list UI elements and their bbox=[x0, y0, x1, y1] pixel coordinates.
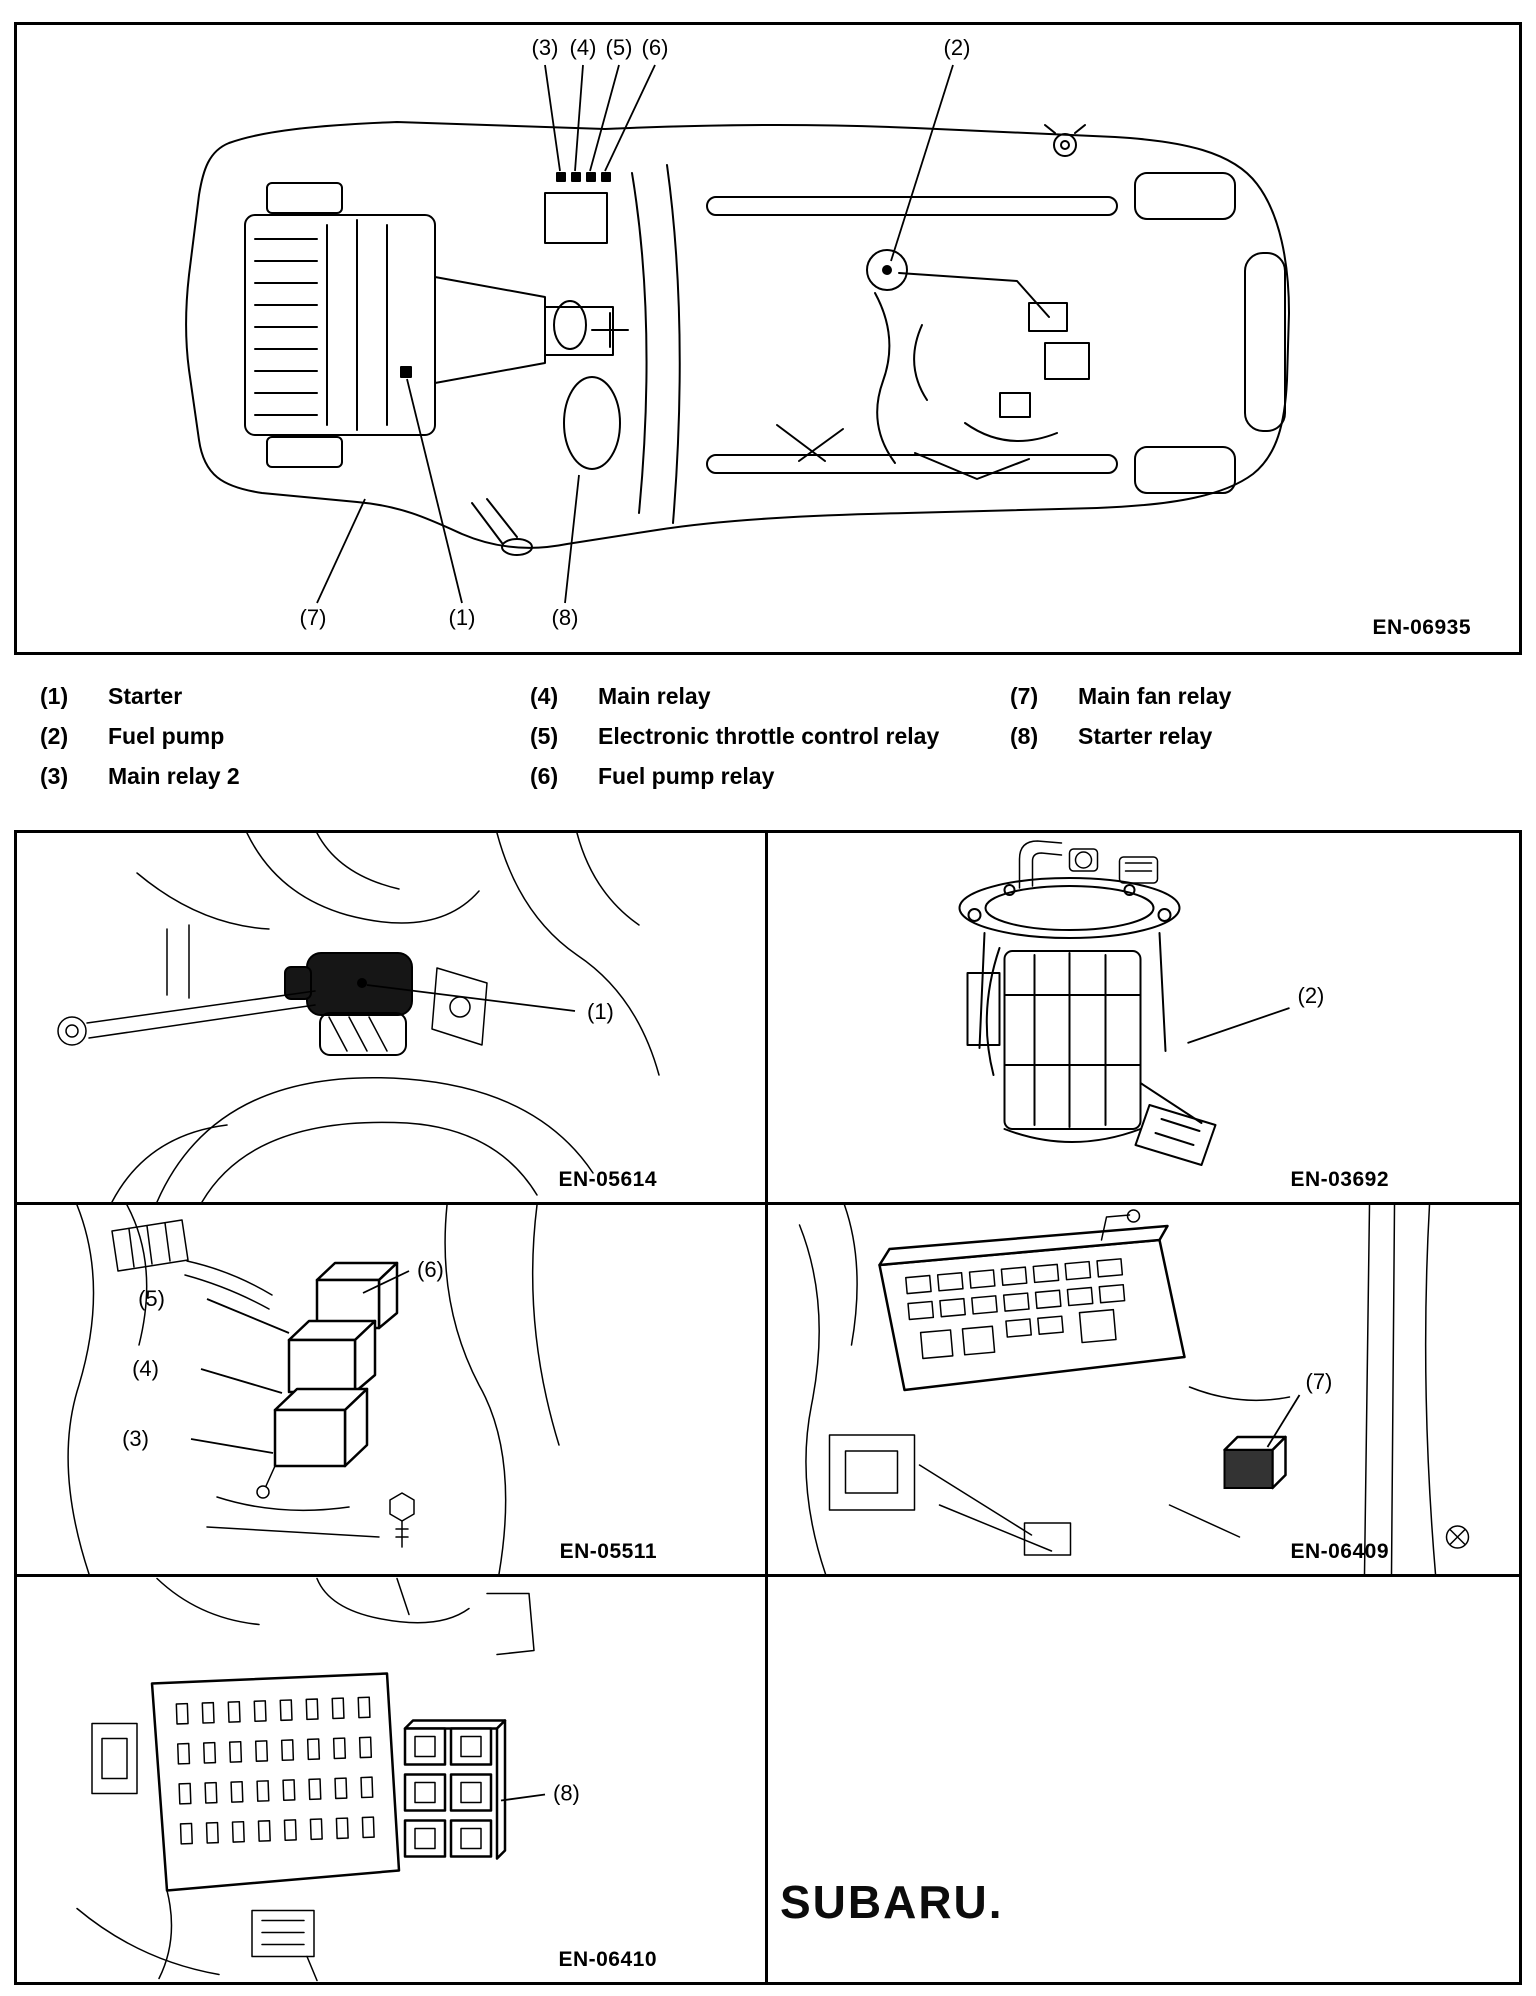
callout-5-label: (5) bbox=[138, 1286, 165, 1311]
main-fan-relay-shape bbox=[1223, 1435, 1287, 1490]
panel-fuse-box-detail: (7) EN-06409 bbox=[768, 1205, 1519, 1577]
figure-id-fuse-panel: EN-06410 bbox=[558, 1948, 657, 1971]
legend-item-1: (1) Starter bbox=[40, 676, 480, 716]
legend-label: Main relay bbox=[598, 682, 711, 709]
panel-logo: SUBARU. bbox=[768, 1577, 1519, 1982]
legend-column-3: (7) Main fan relay (8) Starter relay bbox=[1010, 676, 1430, 756]
legend-label: Electronic throttle control relay bbox=[598, 722, 940, 749]
panel-starter-detail: (1) EN-05614 bbox=[17, 833, 768, 1205]
legend-label: Fuel pump relay bbox=[598, 762, 775, 789]
callout-1-label: (1) bbox=[449, 605, 476, 630]
callout-2-leader bbox=[1187, 1007, 1290, 1044]
callout-4-label: (4) bbox=[570, 35, 597, 60]
pump-flange-shape bbox=[958, 877, 1181, 939]
figure-id-relay-box: EN-05511 bbox=[559, 1540, 657, 1563]
legend-label: Main relay 2 bbox=[108, 762, 240, 789]
callout-8-label: (8) bbox=[553, 1781, 580, 1806]
bracket-shape bbox=[431, 967, 488, 1046]
panel-relay-box-detail: (6) (5) (4) (3) EN-05511 bbox=[17, 1205, 768, 1577]
relay-callout-leaders bbox=[190, 1270, 410, 1454]
legend-label: Starter bbox=[108, 682, 183, 709]
legend-label: Fuel pump bbox=[108, 722, 225, 749]
engine-bay-lines bbox=[111, 833, 660, 1202]
callout-8-leader bbox=[500, 1793, 546, 1802]
callout-4-label: (4) bbox=[132, 1356, 159, 1381]
legend-column-1: (1) Starter (2) Fuel pump (3) Main relay… bbox=[40, 676, 480, 796]
lower-connector-shape bbox=[251, 1909, 315, 1958]
legend-item-3: (3) Main relay 2 bbox=[40, 756, 480, 796]
legend-label: Starter relay bbox=[1078, 722, 1213, 749]
callout-2-label: (2) bbox=[944, 35, 971, 60]
legend-num: (1) bbox=[40, 682, 69, 709]
callout-5-label: (5) bbox=[606, 35, 633, 60]
fuel-system-harness-drawing bbox=[776, 124, 1286, 494]
callout-7-leader bbox=[1266, 1394, 1301, 1448]
cabin-and-dash-drawing bbox=[471, 164, 1118, 556]
callout-1-leader bbox=[366, 984, 576, 1012]
figure-id-main: EN-06935 bbox=[1372, 616, 1471, 639]
panel-starter-relay-detail: (8) EN-06410 bbox=[17, 1577, 768, 1982]
wiring-lines bbox=[76, 1577, 535, 1982]
vehicle-overview-panel: (3) (4) (5) (6) (2) (7) (1) (8) EN-06935 bbox=[14, 22, 1522, 655]
bolt-shape bbox=[389, 1492, 415, 1548]
callout-8-label: (8) bbox=[552, 605, 579, 630]
pump-body-shape bbox=[966, 932, 1217, 1166]
mount-bracket-shape bbox=[828, 1434, 1072, 1556]
subaru-wordmark: SUBARU. bbox=[780, 1876, 1004, 1928]
figure-id-starter: EN-05614 bbox=[558, 1168, 657, 1191]
fuse-box-drawing: (7) bbox=[798, 1205, 1470, 1574]
dash-harness-lines bbox=[67, 1205, 560, 1574]
callout-3-label: (3) bbox=[532, 35, 559, 60]
vehicle-top-view-drawing: (3) (4) (5) (6) (2) (7) (1) (8) bbox=[185, 35, 1290, 630]
fuse-block-shape bbox=[150, 1672, 401, 1892]
callout-2-label: (2) bbox=[1298, 983, 1325, 1008]
detail-grid: (1) EN-05614 bbox=[14, 830, 1522, 1985]
legend-num: (8) bbox=[1010, 722, 1039, 749]
legend-num: (4) bbox=[530, 682, 559, 709]
fuse-panel-drawing: (8) bbox=[76, 1577, 580, 1982]
starter-detail-drawing: (1) bbox=[57, 833, 660, 1202]
relay-bank-shape bbox=[403, 1719, 507, 1860]
bolt-shape bbox=[1445, 1525, 1470, 1549]
legend-item-7: (7) Main fan relay bbox=[1010, 676, 1430, 716]
callout-6-label: (6) bbox=[417, 1257, 444, 1282]
legend-item-5: (5) Electronic throttle control relay bbox=[530, 716, 1000, 756]
connector-shape bbox=[111, 1219, 273, 1310]
callout-7-label: (7) bbox=[1306, 1369, 1333, 1394]
callout-3-label: (3) bbox=[122, 1426, 149, 1451]
engine-transmission-drawing bbox=[244, 182, 629, 468]
legend: (1) Starter (2) Fuel pump (3) Main relay… bbox=[0, 676, 1536, 808]
pump-fittings-shape bbox=[1018, 840, 1159, 889]
legend-label: Main fan relay bbox=[1078, 682, 1232, 709]
panel-fuel-pump-detail: (2) EN-03692 bbox=[768, 833, 1519, 1205]
figure-id-fuel-pump: EN-03692 bbox=[1290, 1168, 1389, 1191]
starter-motor-shape bbox=[284, 952, 413, 1056]
callout-7-label: (7) bbox=[300, 605, 327, 630]
legend-item-4: (4) Main relay bbox=[530, 676, 1000, 716]
legend-column-2: (4) Main relay (5) Electronic throttle c… bbox=[530, 676, 1000, 796]
callout-1-dot bbox=[357, 978, 367, 988]
relay-stack-shape bbox=[256, 1261, 399, 1499]
side-box-shape bbox=[91, 1722, 138, 1795]
legend-num: (3) bbox=[40, 762, 69, 789]
callout-leader-lines bbox=[316, 64, 954, 604]
car-body-outline bbox=[185, 121, 1290, 549]
fuel-pump-drawing: (2) bbox=[958, 840, 1325, 1166]
pry-bar-shape bbox=[57, 990, 316, 1046]
fuse-box-shape bbox=[878, 1209, 1186, 1392]
callout-1-label: (1) bbox=[587, 999, 614, 1024]
legend-num: (2) bbox=[40, 722, 69, 749]
legend-num: (7) bbox=[1010, 682, 1039, 709]
callout-6-label: (6) bbox=[642, 35, 669, 60]
legend-item-6: (6) Fuel pump relay bbox=[530, 756, 1000, 796]
relay-box-drawing: (6) (5) (4) (3) bbox=[67, 1205, 560, 1574]
legend-item-2: (2) Fuel pump bbox=[40, 716, 480, 756]
figure-id-fuse-box: EN-06409 bbox=[1290, 1540, 1389, 1563]
legend-num: (5) bbox=[530, 722, 559, 749]
engine-room-lines bbox=[798, 1205, 1437, 1574]
legend-num: (6) bbox=[530, 762, 559, 789]
legend-item-8: (8) Starter relay bbox=[1010, 716, 1430, 756]
